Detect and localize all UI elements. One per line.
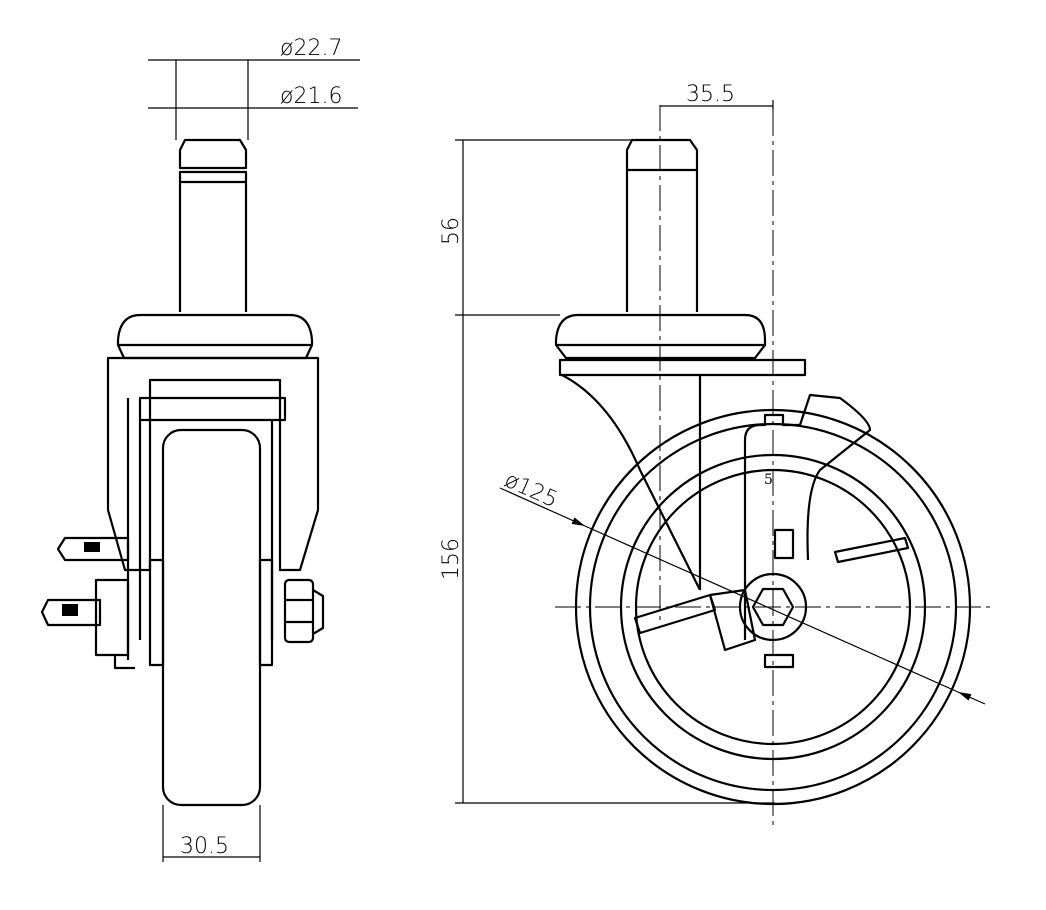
dim-offset-label: 35.5 [686, 82, 735, 107]
brake-assembly: 5 [633, 393, 910, 669]
dim-wheel-width: 30.5 [162, 805, 261, 862]
brake-pedal [40, 536, 135, 670]
dim-stem-height-label: 56 [439, 217, 464, 245]
axle-nut [283, 578, 325, 644]
side-view: 5 35.5 56 156 ø125 [439, 82, 990, 830]
dim-total-height-label: 156 [439, 538, 464, 580]
dim-stem-inner-label: ø21.6 [280, 84, 342, 109]
wheel [574, 408, 972, 806]
dim-wheel-diameter-label: ø125 [501, 468, 562, 513]
dim-stem-outer-label: ø22.7 [280, 36, 342, 61]
dim-offset: 35.5 [660, 82, 774, 110]
front-view: ø22.7 ø21.6 30.5 [40, 36, 360, 862]
top-plate [116, 313, 314, 360]
dim-wheel-width-label: 30.5 [180, 834, 229, 859]
wheel-side [161, 428, 262, 807]
brake-mark-label: 5 [764, 472, 773, 488]
dim-diameter-outer: ø22.7 ø21.6 [148, 36, 360, 140]
stem [178, 138, 248, 312]
dim-heights: 56 156 [439, 139, 775, 804]
fork [106, 356, 320, 660]
